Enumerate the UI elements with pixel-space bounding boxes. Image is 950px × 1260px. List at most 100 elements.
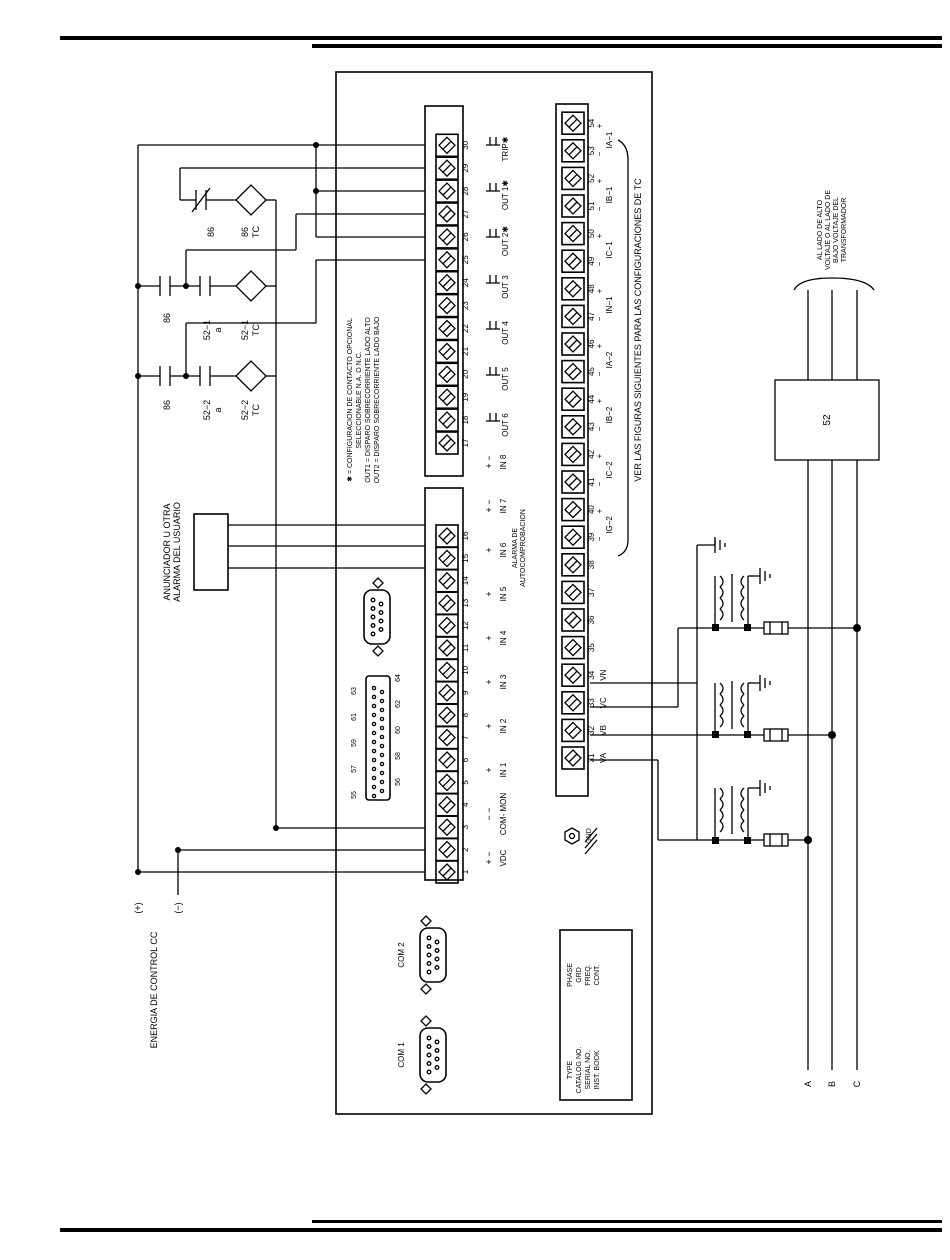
nameplate-right-label: CONT.: [594, 964, 601, 985]
voltage-label: VB: [599, 725, 608, 736]
terminal-2: 2: [435, 837, 470, 862]
terminal-number-49: 49: [587, 256, 596, 265]
ct-plus: +: [595, 508, 604, 513]
input-label: IN 1: [499, 762, 508, 777]
breaker-52-box: [774, 379, 880, 461]
terminal-7: 7: [435, 725, 470, 750]
terminal-number-22: 22: [461, 324, 470, 333]
terminal-54: 54: [561, 111, 596, 135]
nameplate-left-label: CATALOG NO.: [576, 1047, 583, 1094]
terminal-number-40: 40: [587, 505, 596, 514]
minus-label: (−): [173, 902, 183, 913]
svg-text:AUTOCOMPROBACION: AUTOCOMPROBACION: [520, 509, 527, 587]
com2-connector: [419, 915, 447, 995]
svg-text:✱ = CONFIGURACION DE CONTACTO: ✱ = CONFIGURACION DE CONTACTO OPCIONAL: [346, 318, 354, 482]
svg-text:AL LADO DE ALTO: AL LADO DE ALTO: [817, 199, 824, 260]
db25-connector: [365, 675, 391, 801]
ct-minus: −: [595, 151, 604, 156]
ct-plus: +: [595, 453, 604, 458]
annunciator-label-2: ALARMA DEL USUARIO: [172, 502, 182, 602]
ct-label: IB−2: [605, 406, 614, 423]
terminal-9: 9: [435, 680, 470, 705]
block-right: [555, 103, 589, 797]
terminal-number-33: 33: [587, 698, 596, 707]
ct-label: IA−1: [605, 131, 614, 148]
voltage-transformers: [714, 537, 771, 842]
terminal-number-54: 54: [587, 118, 596, 127]
input-label: IN 8: [499, 454, 508, 469]
label-86-b: 86: [162, 313, 172, 323]
svg-text:a: a: [213, 407, 223, 412]
terminal-8: 8: [435, 703, 470, 728]
terminal-number-48: 48: [587, 284, 596, 293]
terminal-number-21: 21: [461, 346, 470, 355]
device-labels: 86 86 TC 86 52−1 a 52−1 TC 86 52−2 a 52−…: [162, 226, 261, 421]
input-sign: +: [484, 635, 494, 640]
input-label: IN 5: [499, 586, 508, 601]
terminal-41: 41: [561, 470, 596, 494]
terminal-number-32: 32: [587, 725, 596, 734]
phase-b-label: B: [827, 1081, 837, 1087]
terminal-number-50: 50: [587, 229, 596, 238]
output-label: OUT 4: [501, 321, 510, 345]
ct-minus: −: [595, 371, 604, 376]
db-connector-top: [363, 577, 391, 657]
db-pin-58: 58: [395, 752, 402, 760]
terminal-53: 53: [561, 139, 596, 163]
terminal-49: 49: [561, 249, 596, 273]
terminal-number-37: 37: [587, 587, 596, 596]
terminal-number-53: 53: [587, 146, 596, 155]
db-pin-57: 57: [351, 765, 358, 773]
ct-label: IC−2: [605, 461, 614, 479]
gnd-label: GND: [586, 828, 593, 844]
terminal-21: 21: [435, 339, 470, 364]
terminal-39: 39: [561, 525, 596, 550]
db-pin-64: 64: [395, 674, 402, 682]
nameplate-left-label: SERIAL NO.: [585, 1050, 592, 1089]
vt-2: [714, 675, 771, 737]
terminal-number-11: 11: [461, 643, 470, 652]
terminal-number-20: 20: [461, 369, 470, 378]
output-contact: [486, 321, 500, 330]
terminal-number-23: 23: [461, 301, 470, 310]
terminal-4: 4: [435, 792, 470, 817]
input-sign: + −: [484, 851, 494, 864]
ct-plus: +: [595, 178, 604, 183]
terminal-number-14: 14: [461, 576, 470, 585]
vt-3: [714, 780, 771, 842]
ct-label: IC−1: [605, 241, 614, 259]
ct-minus: −: [595, 261, 604, 266]
db-pin-55: 55: [351, 791, 358, 799]
svg-text:TC: TC: [251, 324, 261, 336]
label-52-2tc: 52−2: [240, 400, 250, 420]
terminal-18: 18: [435, 408, 470, 432]
terminal-number-39: 39: [587, 532, 596, 541]
terminal-number-3: 3: [461, 824, 470, 829]
terminal-number-44: 44: [587, 394, 596, 403]
ct-plus: +: [595, 233, 604, 238]
terminal-43: 43: [561, 414, 596, 439]
input-label: IN 4: [499, 630, 508, 645]
terminal-number-5: 5: [461, 780, 470, 785]
terminal-23: 23: [435, 293, 470, 318]
output-label: OUT 2✱: [501, 226, 510, 256]
ct-label: IA−2: [605, 351, 614, 368]
terminal-number-51: 51: [587, 201, 596, 210]
input-label: IN 7: [499, 498, 508, 513]
terminal-number-7: 7: [461, 735, 470, 740]
terminal-15: 15: [435, 546, 470, 571]
output-contact: [486, 413, 500, 422]
terminal-42: 42: [561, 442, 596, 467]
input-sign: +: [484, 767, 494, 772]
terminal-6: 6: [435, 748, 470, 772]
annunciator-label-1: ANUNCIADOR U OTRA: [162, 503, 172, 600]
terminal-47: 47: [561, 304, 596, 329]
terminal-46: 46: [561, 332, 596, 356]
svg-text:a: a: [213, 327, 223, 332]
terminal-number-9: 9: [461, 690, 470, 695]
ct-plus: +: [595, 288, 604, 293]
block-upper-left: [424, 105, 464, 477]
input-sign: + −: [484, 455, 494, 468]
terminal-52: 52: [561, 166, 596, 191]
